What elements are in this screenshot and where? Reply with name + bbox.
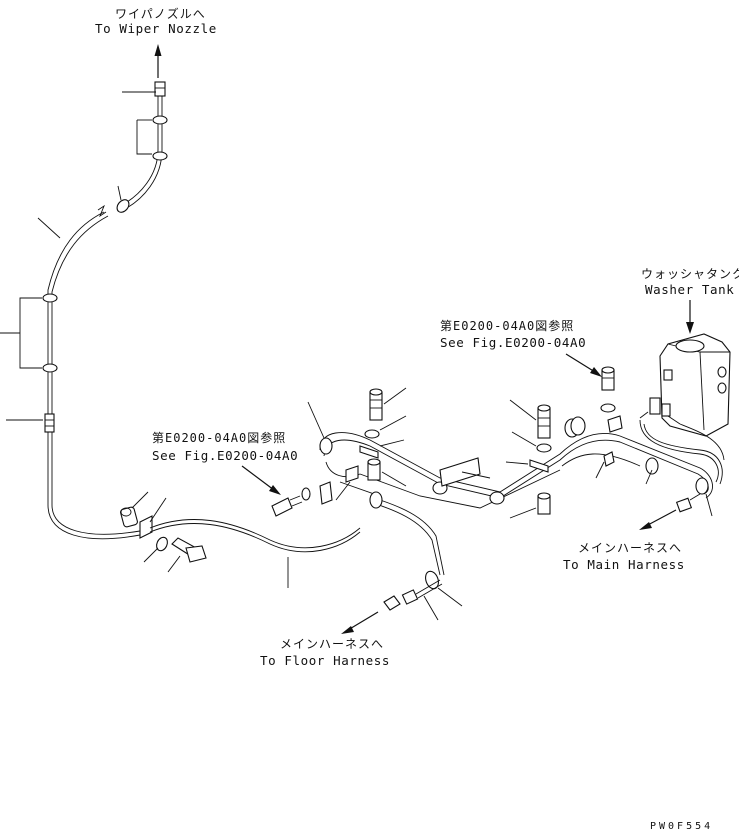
leader-line xyxy=(461,471,491,479)
hose-clip xyxy=(42,363,58,373)
arrow-fig-ref-left xyxy=(241,465,281,495)
leader-line xyxy=(511,431,537,447)
wiper-hose xyxy=(47,88,163,540)
arrow-to-main-harness xyxy=(639,509,677,530)
fig-ref-right-label-en: See Fig.E0200-04A0 xyxy=(440,335,586,350)
washer xyxy=(536,443,552,453)
hose-clip xyxy=(116,199,130,213)
main-harness-label-jp: メインハーネスへ xyxy=(578,541,682,555)
hose-clip xyxy=(152,115,168,125)
bolt-fig-ref-right xyxy=(601,366,615,391)
fig-ref-left-label-jp: 第E0200-04A0図参照 xyxy=(152,430,286,445)
floor-harness-label-en: To Floor Harness xyxy=(260,653,390,668)
main-harness-connector xyxy=(675,493,701,513)
leader-bracket xyxy=(19,297,42,369)
harness-clip xyxy=(489,491,505,505)
leader-line xyxy=(509,507,537,519)
fig-ref-left-label-en: See Fig.E0200-04A0 xyxy=(152,448,298,463)
spacer-left xyxy=(367,458,381,481)
leader-line xyxy=(149,497,167,523)
washer-pump-outlet xyxy=(639,397,681,425)
arrow-to-washer-tank xyxy=(686,300,694,334)
leader-line xyxy=(383,387,407,405)
harness-clip xyxy=(369,491,383,509)
bolt xyxy=(171,537,207,563)
leader-line xyxy=(379,439,405,447)
washer-tank xyxy=(659,333,731,437)
washer xyxy=(301,487,311,501)
washer xyxy=(364,429,380,439)
clamp-bracket xyxy=(139,515,153,539)
arrow-to-wiper-nozzle xyxy=(154,44,162,78)
harness-clip xyxy=(319,437,333,455)
nut-plate xyxy=(319,481,333,505)
hose-break-mark xyxy=(97,204,107,218)
arrow-to-floor-harness xyxy=(341,611,379,634)
harness-clip xyxy=(695,477,709,495)
clamp xyxy=(607,415,623,433)
floor-harness-label-jp: メインハーネスへ xyxy=(280,637,384,651)
harness-bracket xyxy=(439,457,481,487)
leader-line xyxy=(705,493,713,517)
grommet xyxy=(564,416,586,438)
lower-harness xyxy=(149,497,445,576)
leader-line xyxy=(167,555,181,573)
harness-clip xyxy=(645,457,659,475)
washer-tank-label-jp: ウォッシャタンク xyxy=(641,267,739,281)
hose-clip xyxy=(152,151,168,161)
bolt-left xyxy=(369,388,383,421)
arrow-fig-ref-right xyxy=(565,353,602,377)
wiper-nozzle-label-jp: ワイパノズルへ xyxy=(115,6,206,21)
leader-line xyxy=(437,587,463,607)
hose-joint xyxy=(44,413,55,433)
drawing-code: PW0F554 xyxy=(650,821,713,832)
hose-clip xyxy=(42,293,58,303)
leader-line xyxy=(505,461,529,465)
leader-line xyxy=(131,491,149,509)
leader-line xyxy=(379,415,407,431)
bolt-center xyxy=(537,404,551,439)
leader-line xyxy=(307,401,325,439)
floor-harness-connector xyxy=(383,570,443,611)
leader-line xyxy=(143,547,159,563)
leader-line xyxy=(335,481,351,501)
nozzle-joint xyxy=(154,81,166,97)
washer-tank-label-en: Washer Tank xyxy=(645,282,734,297)
main-harness-label-en: To Main Harness xyxy=(563,557,685,572)
leader-line xyxy=(645,469,653,485)
leader-line xyxy=(595,461,605,479)
plate xyxy=(529,459,549,473)
leader-line xyxy=(381,471,407,487)
fig-ref-right-label-jp: 第E0200-04A0図参照 xyxy=(440,318,574,333)
wiper-nozzle-label-en: To Wiper Nozzle xyxy=(95,21,217,36)
clamp-plate xyxy=(345,465,359,483)
washer xyxy=(156,536,168,552)
leader-bracket xyxy=(136,120,152,155)
leader-line xyxy=(37,217,61,239)
bolt-fig-ref-left xyxy=(271,495,303,517)
spacer-center xyxy=(537,492,551,515)
leader-line xyxy=(509,399,537,421)
tank-hoses xyxy=(639,419,725,485)
clip xyxy=(603,451,615,467)
cushion-block xyxy=(120,506,138,528)
leader-line xyxy=(423,595,439,621)
leader-line xyxy=(117,185,122,201)
plate xyxy=(359,445,379,459)
washer xyxy=(600,403,616,413)
